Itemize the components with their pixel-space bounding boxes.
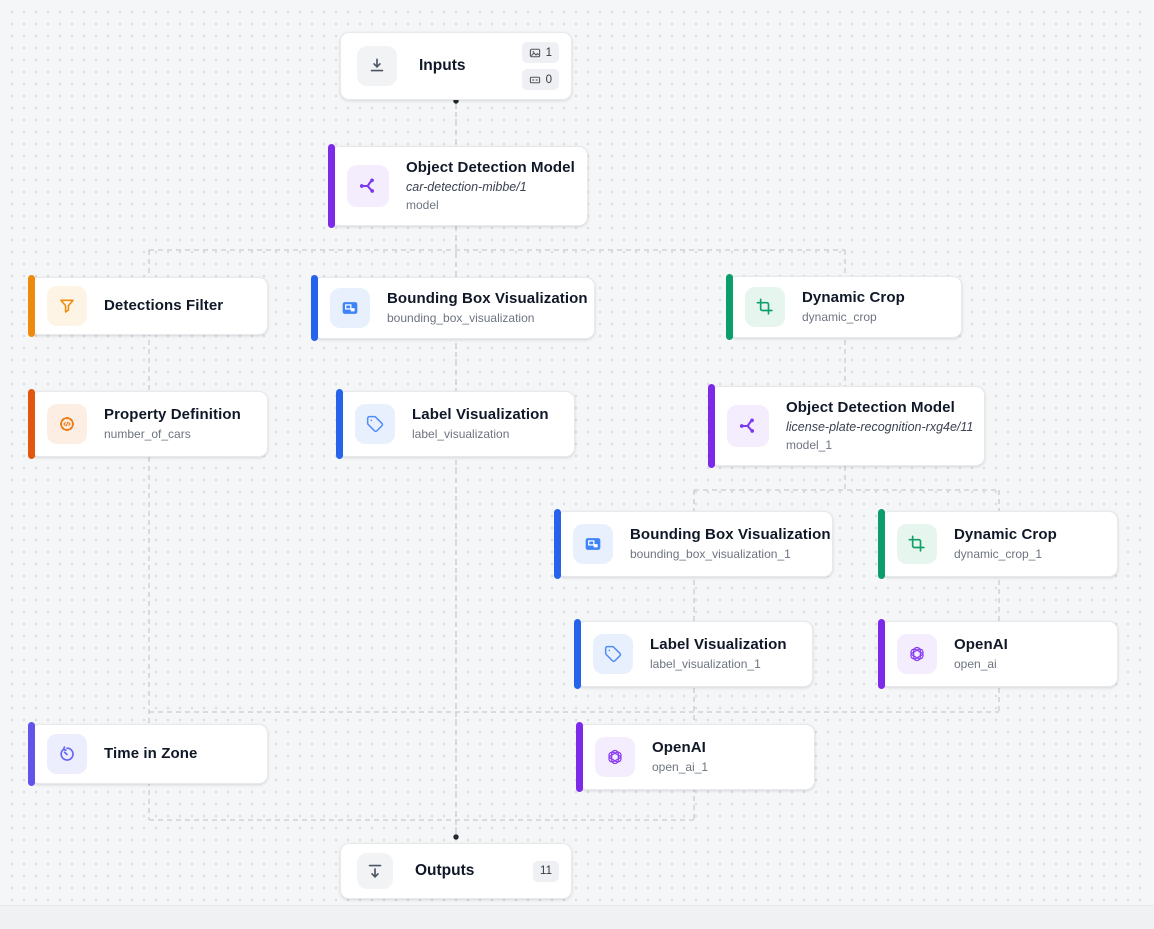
- model-id: car-detection-mibbe/1: [406, 180, 527, 195]
- accent-stripe: [726, 274, 733, 340]
- step-name: label_visualization_1: [650, 656, 761, 671]
- crop-icon: [897, 524, 937, 564]
- step-name: bounding_box_visualization_1: [630, 546, 791, 561]
- accent-stripe: [28, 389, 35, 459]
- node-openai-1[interactable]: OpenAI open_ai_1: [576, 722, 815, 792]
- step-name: model: [406, 197, 439, 212]
- node-title: Inputs: [419, 57, 466, 74]
- node-title: Dynamic Crop: [954, 525, 1057, 543]
- node-title: Object Detection Model: [786, 398, 955, 416]
- accent-stripe: [878, 619, 885, 689]
- node-outputs[interactable]: Outputs 11: [340, 843, 572, 899]
- outputs-count-badge: 11: [533, 860, 559, 882]
- node-bounding-box-visualization[interactable]: Bounding Box Visualization bounding_box_…: [311, 275, 595, 341]
- accent-stripe: [328, 144, 335, 228]
- node-object-detection-model-1[interactable]: Object Detection Model license-plate-rec…: [708, 384, 985, 468]
- openai-icon: [595, 737, 635, 777]
- step-name: number_of_cars: [104, 426, 191, 441]
- outputs-count: 11: [540, 865, 552, 877]
- openai-icon: [897, 634, 937, 674]
- parameter-inputs-count: 0: [545, 73, 552, 86]
- image-inputs-count: 1: [545, 46, 552, 59]
- accent-stripe: [708, 384, 715, 468]
- node-dynamic-crop-1[interactable]: Dynamic Crop dynamic_crop_1: [878, 509, 1118, 579]
- model-icon: [347, 165, 389, 207]
- step-name: label_visualization: [412, 426, 510, 441]
- accent-stripe: [336, 389, 343, 459]
- canvas-edge: [0, 905, 1154, 929]
- inputs-icon: [357, 46, 397, 86]
- node-title: Bounding Box Visualization: [387, 289, 588, 307]
- image-icon: [529, 48, 540, 57]
- accent-stripe: [311, 275, 318, 341]
- node-title: Detections Filter: [104, 296, 224, 314]
- node-title: Time in Zone: [104, 744, 198, 762]
- accent-stripe: [28, 275, 35, 337]
- node-openai[interactable]: OpenAI open_ai: [878, 619, 1118, 689]
- node-title: Label Visualization: [412, 405, 549, 423]
- node-dynamic-crop[interactable]: Dynamic Crop dynamic_crop: [726, 274, 962, 340]
- node-title: OpenAI: [652, 738, 706, 756]
- step-name: dynamic_crop: [802, 309, 877, 324]
- tag-icon: [355, 404, 395, 444]
- image-inputs-badge: 1: [521, 42, 559, 63]
- node-title: Bounding Box Visualization: [630, 525, 831, 543]
- node-time-in-zone[interactable]: Time in Zone: [28, 722, 268, 786]
- step-name: bounding_box_visualization: [387, 310, 535, 325]
- tag-icon: [593, 634, 633, 674]
- parameters-icon: [529, 76, 540, 83]
- step-name: open_ai: [954, 656, 997, 671]
- node-label-visualization[interactable]: Label Visualization label_visualization: [336, 389, 575, 459]
- accent-stripe: [574, 619, 581, 689]
- node-title: OpenAI: [954, 635, 1008, 653]
- timer-icon: [47, 734, 87, 774]
- node-bounding-box-visualization-1[interactable]: Bounding Box Visualization bounding_box_…: [554, 509, 833, 579]
- parameter-inputs-badge: 0: [521, 69, 559, 90]
- crop-icon: [745, 287, 785, 327]
- node-title: Outputs: [415, 862, 475, 879]
- outputs-input-handle[interactable]: [453, 834, 459, 840]
- filter-icon: [47, 286, 87, 326]
- property-definition-icon: [47, 404, 87, 444]
- node-label-visualization-1[interactable]: Label Visualization label_visualization_…: [574, 619, 813, 689]
- accent-stripe: [554, 509, 561, 579]
- bounding-box-icon: [330, 288, 370, 328]
- node-detections-filter[interactable]: Detections Filter: [28, 275, 268, 337]
- model-icon: [727, 405, 769, 447]
- node-property-definition[interactable]: Property Definition number_of_cars: [28, 389, 268, 459]
- step-name: model_1: [786, 437, 833, 452]
- node-title: Object Detection Model: [406, 158, 575, 176]
- accent-stripe: [28, 722, 35, 786]
- accent-stripe: [878, 509, 885, 579]
- node-title: Property Definition: [104, 405, 241, 423]
- step-name: dynamic_crop_1: [954, 546, 1043, 561]
- model-id: license-plate-recognition-rxg4e/11: [786, 420, 974, 435]
- bounding-box-icon: [573, 524, 613, 564]
- node-inputs[interactable]: Inputs 1 0: [340, 32, 572, 100]
- node-object-detection-model[interactable]: Object Detection Model car-detection-mib…: [328, 144, 588, 228]
- node-title: Label Visualization: [650, 635, 787, 653]
- accent-stripe: [576, 722, 583, 792]
- node-title: Dynamic Crop: [802, 288, 905, 306]
- step-name: open_ai_1: [652, 759, 709, 774]
- outputs-icon: [357, 853, 393, 889]
